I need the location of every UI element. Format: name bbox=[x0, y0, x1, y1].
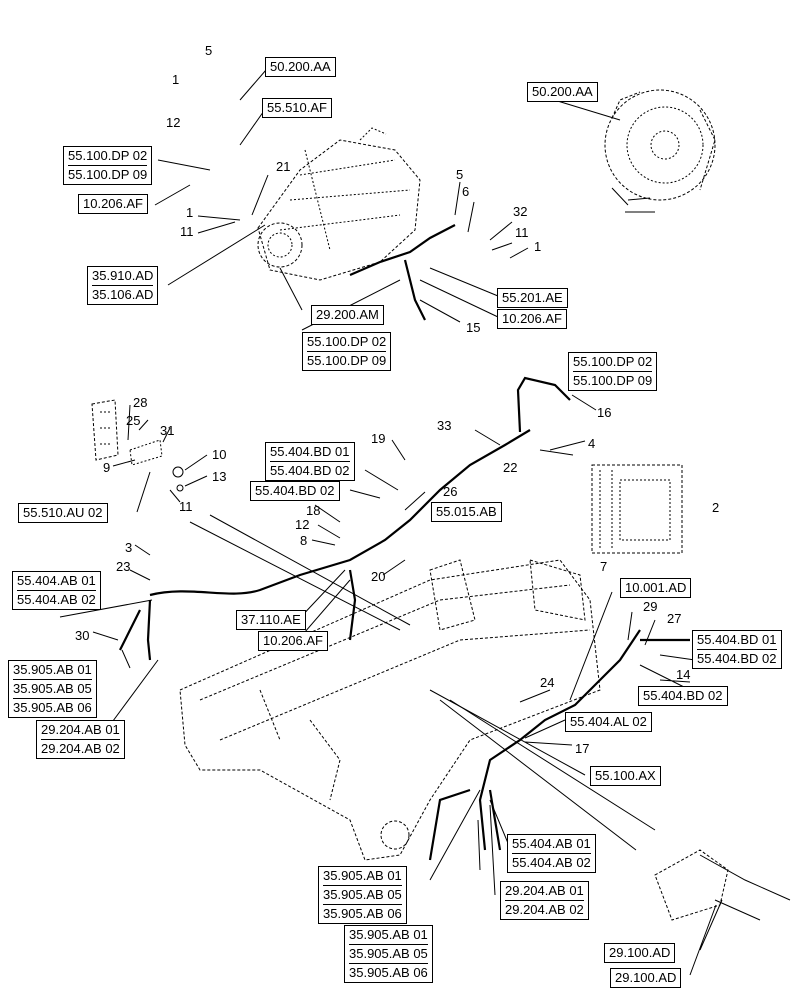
pto-harness bbox=[348, 569, 357, 641]
alternator-illustration bbox=[604, 89, 716, 213]
callout-25: 25 bbox=[126, 413, 141, 428]
callout-4: 4 bbox=[588, 436, 596, 451]
junction-box-illustration bbox=[654, 849, 791, 921]
ref-box: 55.100.AX bbox=[590, 766, 661, 786]
callout-9: 9 bbox=[103, 460, 111, 475]
callout-5: 5 bbox=[205, 43, 213, 58]
callout-13: 13 bbox=[212, 469, 227, 484]
front-harness bbox=[119, 599, 152, 661]
callout-31: 31 bbox=[160, 423, 175, 438]
ref-box: 10.206.AF bbox=[78, 194, 148, 214]
callout-1: 1 bbox=[172, 72, 180, 87]
callout-7: 7 bbox=[600, 559, 608, 574]
callout-30: 30 bbox=[75, 628, 90, 643]
control-module-illustration bbox=[591, 464, 683, 554]
ref-box: 37.110.AE bbox=[236, 610, 306, 630]
callout-24: 24 bbox=[540, 675, 555, 690]
ref-box: 10.206.AF bbox=[258, 631, 328, 651]
callout-28: 28 bbox=[133, 395, 148, 410]
callout-14: 14 bbox=[676, 667, 691, 682]
callout-5: 5 bbox=[456, 167, 464, 182]
ref-box: 55.404.AL 02 bbox=[565, 712, 652, 732]
callout-12: 12 bbox=[166, 115, 181, 130]
callout-11: 11 bbox=[180, 224, 194, 239]
ref-box: 55.201.AE bbox=[497, 288, 568, 308]
cab-harness bbox=[516, 376, 571, 433]
callout-17: 17 bbox=[575, 741, 590, 756]
callout-23: 23 bbox=[116, 559, 131, 574]
ref-box: 29.100.AD bbox=[604, 943, 676, 963]
callout-32: 32 bbox=[513, 204, 528, 219]
callout-1: 1 bbox=[186, 205, 194, 220]
rear-harness bbox=[478, 629, 690, 851]
callout-2: 2 bbox=[712, 500, 720, 515]
callout-19: 19 bbox=[371, 431, 386, 446]
ref-box: 10.206.AF bbox=[497, 309, 567, 329]
callout-33: 33 bbox=[437, 418, 452, 433]
chassis-frame-illustration bbox=[179, 559, 601, 861]
ref-box: 50.200.AA bbox=[527, 82, 598, 102]
callout-3: 3 bbox=[125, 540, 133, 555]
callout-27: 27 bbox=[667, 611, 682, 626]
callout-10: 10 bbox=[212, 447, 227, 462]
callout-1: 1 bbox=[534, 239, 542, 254]
callout-6: 6 bbox=[462, 184, 470, 199]
callout-21: 21 bbox=[276, 159, 291, 174]
ref-box: 55.015.AB bbox=[431, 502, 502, 522]
ref-box: 55.510.AF bbox=[262, 98, 332, 118]
callout-8: 8 bbox=[300, 533, 308, 548]
ref-box: 29.100.AD bbox=[610, 968, 682, 988]
rear-lower-harness bbox=[428, 788, 502, 861]
callout-12: 12 bbox=[295, 517, 310, 532]
engine-illustration bbox=[257, 127, 421, 281]
callout-15: 15 bbox=[466, 320, 481, 335]
callout-16: 16 bbox=[597, 405, 612, 420]
callout-29: 29 bbox=[643, 599, 658, 614]
callout-26: 26 bbox=[443, 484, 458, 499]
callout-11: 11 bbox=[179, 499, 193, 514]
ref-box: 55.404.BD 02 bbox=[250, 481, 340, 501]
ref-box: 55.510.AU 02 bbox=[18, 503, 108, 523]
engine-harness bbox=[349, 224, 456, 321]
callout-18: 18 bbox=[306, 503, 321, 518]
bracket-illustration bbox=[91, 399, 184, 492]
callout-11: 11 bbox=[515, 225, 529, 240]
ref-box: 10.001.AD bbox=[620, 578, 692, 598]
ref-box: 55.404.BD 02 bbox=[638, 686, 728, 706]
callout-20: 20 bbox=[371, 569, 386, 584]
callout-22: 22 bbox=[503, 460, 518, 475]
ref-box: 29.200.AM bbox=[311, 305, 384, 325]
main-harness bbox=[149, 429, 531, 597]
ref-box: 50.200.AA bbox=[265, 57, 336, 77]
